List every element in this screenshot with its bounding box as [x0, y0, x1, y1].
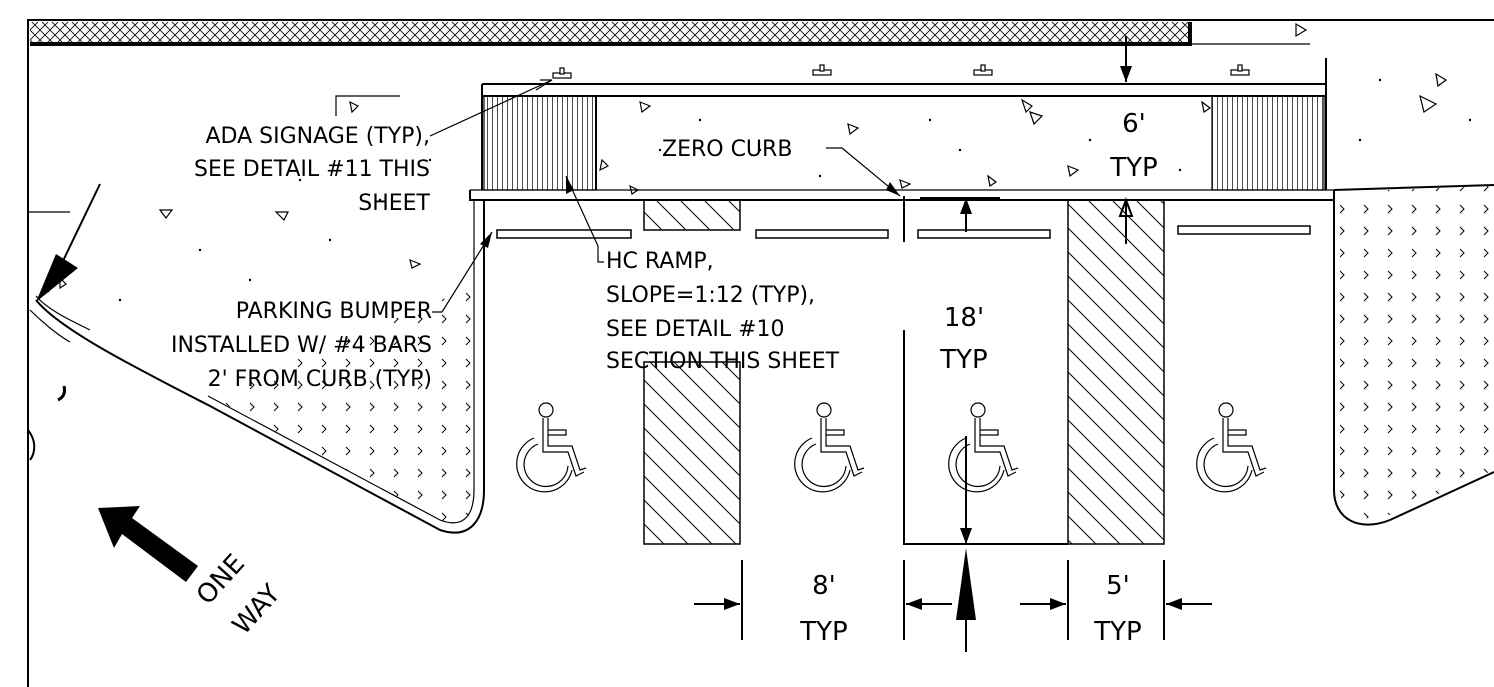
ada-signage-leader	[429, 79, 553, 137]
edge-arc	[27, 429, 36, 461]
curve-line	[29, 309, 71, 343]
hc-ramp-leader	[565, 175, 604, 263]
edge-mark	[57, 385, 66, 402]
parking-bumper	[917, 229, 1051, 239]
stall-width-ext	[741, 560, 905, 640]
ada-sign-symbol	[552, 67, 572, 79]
concrete-dots	[118, 78, 1472, 302]
hc-ramp-right	[1211, 95, 1325, 191]
building-wall-hatch	[30, 22, 1190, 44]
ada-signage-bracket	[335, 95, 400, 116]
stall-depth-value: 18'	[944, 303, 984, 333]
hc-ramp-label-2: SLOPE=1:12 (TYP),	[606, 283, 815, 308]
sidewalk-dim-value: 6'	[1122, 109, 1146, 139]
wheelchair-symbol	[794, 402, 865, 493]
access-aisle-right	[1067, 199, 1165, 545]
stall-depth-note: TYP	[939, 345, 987, 375]
parking-bumper	[1177, 225, 1311, 235]
ada-signage-arrow	[535, 79, 553, 91]
hc-ramp-left	[483, 95, 597, 191]
hc-ramp-label-1: HC RAMP,	[606, 249, 714, 274]
wheelchair-symbol	[1196, 402, 1267, 493]
aisle-width-value: 5'	[1106, 571, 1130, 601]
aisle-width-note: TYP	[1093, 617, 1141, 647]
ada-signage-label-2: SEE DETAIL #11 THIS	[194, 157, 430, 182]
zero-curb-label: ZERO CURB	[662, 137, 792, 162]
direction-label-one: ONE	[191, 549, 251, 611]
right-island-landscape	[1340, 186, 1494, 519]
sidewalk-end-line	[1325, 58, 1494, 191]
aggregate-triangle	[1295, 22, 1308, 38]
ada-signage-label-1: ADA SIGNAGE (TYP),	[205, 124, 430, 149]
parking-bumper-label-3: 2' FROM CURB (TYP)	[208, 367, 432, 392]
direction-label-way: WAY	[227, 579, 287, 641]
hc-ramp-label-3: SEE DETAIL #10	[606, 317, 785, 342]
hc-ramp-label-4: SECTION THIS SHEET	[606, 349, 840, 374]
access-aisle-left	[643, 361, 741, 545]
direction-arrow	[98, 506, 198, 582]
ada-sign-symbol	[1230, 64, 1250, 76]
aisle-width-ext	[1067, 560, 1165, 640]
stall-depth-ext-top	[920, 197, 1000, 232]
curve-line	[35, 295, 91, 331]
sidewalk-dim-arrow	[1120, 66, 1132, 82]
parking-bumper	[496, 229, 632, 239]
zero-curb-leader	[826, 147, 901, 197]
concrete-aggregate	[59, 72, 1448, 290]
stall-depth-arrow-top	[960, 198, 972, 214]
stall-depth-big-arrow	[956, 548, 976, 620]
left-island-curb	[35, 200, 485, 534]
parking-bumper-leader	[432, 231, 493, 313]
stall-width-note: TYP	[799, 617, 847, 647]
sheet-border	[27, 19, 1494, 687]
parking-bumper-label-2: INSTALLED W/ #4 BARS	[171, 333, 432, 358]
ada-signage-label-3: SHEET	[358, 191, 430, 216]
sidewalk-outline	[481, 83, 1326, 190]
left-island-landscape	[210, 290, 474, 523]
zero-curb-arrow	[886, 182, 900, 196]
signage-direction-arrowhead	[36, 254, 78, 302]
stall-line	[903, 330, 1068, 545]
parking-bumper	[755, 229, 889, 239]
hc-ramp-arrow	[566, 176, 574, 194]
stall-width-value: 8'	[812, 571, 836, 601]
wheelchair-symbol	[516, 402, 587, 493]
ada-sign-symbol	[812, 64, 832, 76]
sidewalk-dim-note: TYP	[1109, 153, 1157, 183]
stall-depth-arrow-bottom	[960, 528, 972, 544]
access-aisle-top	[643, 199, 741, 231]
parking-bumper-label-1: PARKING BUMPER	[236, 299, 432, 324]
curb-line	[469, 190, 1334, 201]
parking-bumper-arrow	[480, 232, 492, 248]
right-island-curb	[1333, 190, 1494, 526]
ada-sign-symbol	[973, 64, 993, 76]
wheelchair-symbol	[948, 402, 1019, 493]
sidewalk-dim-lower-arrow	[1118, 197, 1134, 244]
